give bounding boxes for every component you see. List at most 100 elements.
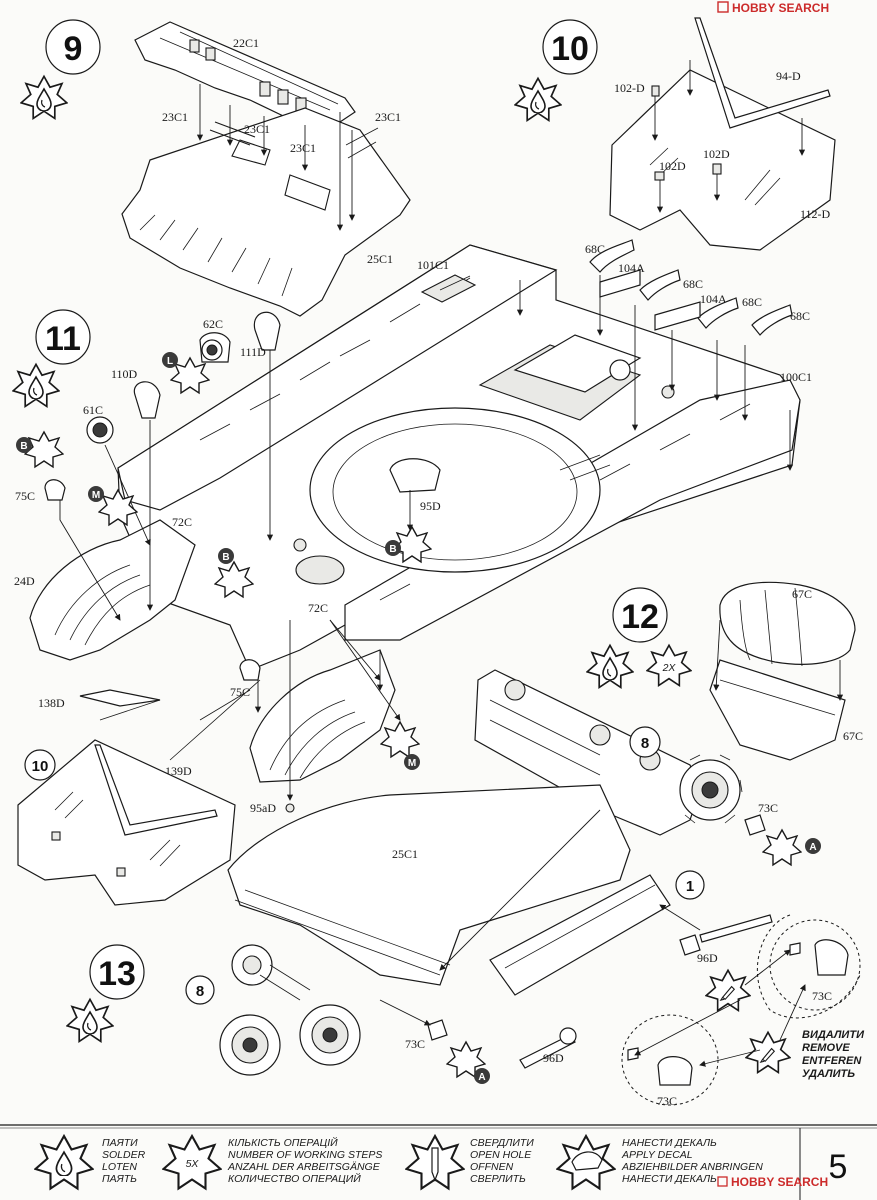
label-72C-a: 72C: [172, 515, 192, 529]
svg-text:КОЛИЧЕСТВО ОПЕРАЦИЙ: КОЛИЧЕСТВО ОПЕРАЦИЙ: [228, 1172, 361, 1185]
side-panel-assembly: 8 73C A: [474, 669, 821, 866]
upper-deck-assembly: 22C1 23C1 23C1 23C1 23C1 25C1: [121, 21, 411, 317]
label-23C1-c: 23C1: [290, 141, 316, 155]
remove-label-ru: УДАЛИТЬ: [802, 1068, 855, 1080]
step-12-circle: [612, 587, 668, 643]
step-12-number: 12: [621, 598, 659, 636]
label-111D: 111D: [240, 345, 266, 359]
part-25C1-upper-deck-shape: [121, 107, 411, 317]
badge-B-b: B: [385, 526, 432, 563]
watermark-bottom: HOBBY SEARCH: [717, 1175, 828, 1189]
svg-text:LOTEN: LOTEN: [102, 1161, 137, 1173]
substep-1-number: 1: [686, 878, 694, 895]
svg-text:НАНЕСТИ ДЕКАЛЬ: НАНЕСТИ ДЕКАЛЬ: [622, 1173, 717, 1185]
parts-68C-104A: [516, 239, 794, 471]
label-23C1-a: 23C1: [162, 110, 188, 124]
label-102D-c: 102D: [703, 147, 730, 161]
part-94D-shape: [694, 17, 831, 129]
label-61C: 61C: [83, 403, 103, 417]
watermark-bottom-text: HOBBY SEARCH: [731, 1175, 828, 1189]
svg-text:A: A: [809, 842, 816, 853]
svg-text:ПАЯТЬ: ПАЯТЬ: [102, 1173, 137, 1185]
substep-8-bottom-number: 8: [196, 983, 204, 1000]
legend-bar: ПАЯТИ SOLDER LOTEN ПАЯТЬ 5X КІЛЬКІСТЬ ОП…: [0, 1124, 877, 1200]
label-110D: 110D: [111, 367, 138, 381]
svg-text:L: L: [167, 356, 173, 367]
label-67C-a: 67C: [792, 587, 812, 601]
substep-10-circle: [24, 749, 56, 781]
detail-circle-bottom: [621, 1014, 719, 1106]
label-101C1: 101C1: [417, 258, 449, 272]
right-mudguard: [249, 649, 396, 783]
label-68C-d: 68C: [790, 309, 810, 323]
watermark-top-text: HOBBY SEARCH: [732, 1, 829, 15]
part-67C-drum: [719, 581, 856, 665]
part-110D-shape: [133, 381, 161, 419]
lower-hull-assembly: 25C1 1 96D 96D 8 73C A: [185, 784, 773, 1084]
svg-text:ПАЯТИ: ПАЯТИ: [102, 1137, 138, 1149]
step-9-circle: [45, 19, 101, 75]
label-75C-a: 75C: [15, 489, 35, 503]
label-102D-b: 102D: [659, 159, 686, 173]
decal-icon: [571, 1151, 603, 1171]
substep-8-top-number: 8: [641, 735, 649, 752]
svg-text:OFFNEN: OFFNEN: [470, 1161, 514, 1173]
label-95aD: 95aD: [250, 801, 276, 815]
svg-text:B: B: [222, 552, 229, 563]
page-number: 5: [829, 1148, 848, 1186]
part-24D-mudguard: [29, 519, 196, 661]
label-100C1: 100C1: [780, 370, 812, 384]
svg-text:A: A: [478, 1072, 485, 1083]
part-67C-drum-assembly: 67C 67C: [709, 581, 863, 761]
svg-text:NUMBER OF WORKING STEPS: NUMBER OF WORKING STEPS: [228, 1149, 382, 1161]
hull-assembly: [29, 244, 801, 783]
step-13: 13: [66, 944, 145, 1043]
part-111D-shape: [253, 311, 281, 351]
badge-B-a: B: [16, 431, 64, 468]
label-139D: 139D: [165, 764, 192, 778]
count-badge-2x: 2X: [662, 662, 677, 674]
remove-label-de: ENTFEREN: [802, 1055, 862, 1067]
label-25C1-lower: 25C1: [392, 847, 418, 861]
label-73C-c: 73C: [812, 989, 832, 1003]
label-102D-a: 102-D: [614, 81, 645, 95]
substep-8-top-circle: [629, 726, 661, 758]
step-9-number: 9: [64, 30, 83, 68]
label-73C-a: 73C: [758, 801, 778, 815]
label-94D: 94-D: [776, 69, 801, 83]
svg-text:APPLY DECAL: APPLY DECAL: [621, 1149, 693, 1161]
step-11: 11: [12, 309, 91, 408]
svg-text:ABZIEHBILDER ANBRINGEN: ABZIEHBILDER ANBRINGEN: [621, 1161, 763, 1173]
label-23C1-d: 23C1: [375, 110, 401, 124]
legend-drill: СВЕРДЛИТИ OPEN HOLE OFFNEN СВЕРЛИТЬ: [405, 1134, 534, 1190]
label-25C1-upper: 25C1: [367, 252, 393, 266]
badge-M-a: M: [88, 486, 138, 526]
headlights-assembly: 62C 111D 110D 61C 75C 72C 95D 24D 72C 75…: [14, 311, 441, 815]
label-104A-b: 104A: [700, 292, 727, 306]
step-13-circle: [89, 944, 145, 1000]
lower-side-panel: [489, 874, 671, 996]
legend-glue: ПАЯТИ SOLDER LOTEN ПАЯТЬ: [34, 1134, 146, 1190]
svg-text:СВЕРЛИТЬ: СВЕРЛИТЬ: [470, 1173, 526, 1185]
step-13-number: 13: [98, 955, 136, 993]
label-24D: 24D: [14, 574, 35, 588]
badge-B-c: B: [214, 548, 254, 598]
label-96D-a: 96D: [697, 951, 718, 965]
step-12: 12 2X: [586, 587, 692, 689]
svg-text:SOLDER: SOLDER: [102, 1149, 146, 1161]
svg-text:5X: 5X: [186, 1158, 200, 1170]
side-panel: [474, 669, 701, 836]
svg-text:OPEN HOLE: OPEN HOLE: [470, 1149, 532, 1161]
label-23C1-b: 23C1: [244, 122, 270, 136]
badge-M-b: M: [380, 721, 420, 770]
step-10-number: 10: [551, 30, 589, 68]
label-112D: 112-D: [800, 207, 831, 221]
svg-text:СВЕРДЛИТИ: СВЕРДЛИТИ: [470, 1137, 534, 1149]
step-11-circle: [35, 309, 91, 365]
label-138D: 138D: [38, 696, 65, 710]
plate-10-callout: 10: [17, 739, 236, 906]
remove-label-ua: ВИДАЛИТИ: [802, 1029, 865, 1041]
badge-A-a: A: [762, 829, 821, 866]
